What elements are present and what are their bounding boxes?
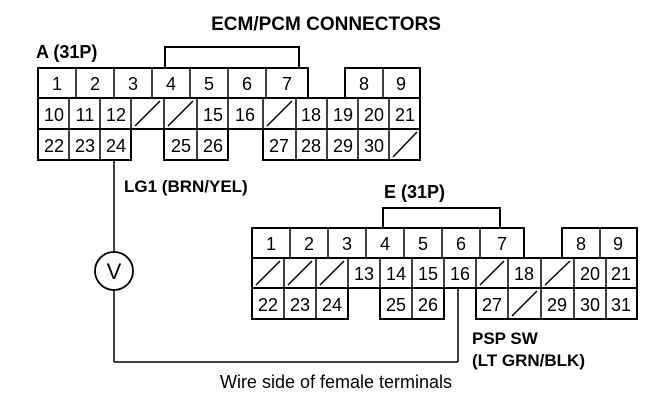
pin-e26: 26 (418, 295, 438, 315)
pin-e31: 31 (611, 295, 631, 315)
pin-e1: 1 (266, 234, 276, 254)
wire-psp-label-line1: PSP SW (472, 329, 539, 348)
voltmeter-symbol: V (107, 259, 122, 284)
pin-e5: 5 (418, 234, 428, 254)
pin-e29: 29 (547, 295, 567, 315)
voltmeter-icon: V (94, 251, 134, 291)
connector-a-row-3: 22 23 24 25 26 27 28 29 30 (37, 128, 421, 161)
pin-a19: 19 (333, 105, 353, 125)
pin-e21: 21 (611, 264, 631, 284)
pin-a7: 7 (282, 74, 292, 94)
pin-e17-blank (479, 260, 505, 286)
connector-a-key-tab (164, 46, 300, 68)
pin-e14: 14 (386, 264, 406, 284)
pin-e12-blank (319, 260, 345, 286)
pin-a4: 4 (166, 74, 176, 94)
pin-a13-blank (134, 100, 161, 127)
connector-a-row-2: 10 11 12 15 16 18 19 20 21 (37, 97, 421, 130)
pin-a10: 10 (44, 105, 64, 125)
pin-e4: 4 (380, 234, 390, 254)
pin-e3: 3 (342, 234, 352, 254)
connector-e-row-1: 1 2 3 4 5 6 7 8 9 (251, 227, 638, 259)
pin-a30: 30 (364, 136, 384, 156)
pin-e18: 18 (514, 264, 534, 284)
pin-a17-blank (266, 100, 293, 127)
pin-e8: 8 (576, 234, 586, 254)
pin-a21: 21 (395, 105, 415, 125)
pin-a27: 27 (269, 136, 289, 156)
pin-a9: 9 (396, 74, 406, 94)
pin-a16: 16 (235, 105, 255, 125)
diagram-caption: Wire side of female terminals (219, 372, 453, 392)
pin-e10-blank (255, 260, 281, 286)
pin-a5: 5 (204, 74, 214, 94)
connector-a-label: A (31P) (36, 42, 97, 62)
diagram-title: ECM/PCM CONNECTORS (211, 14, 441, 35)
pin-e25: 25 (386, 295, 406, 315)
pin-e30: 30 (580, 295, 600, 315)
pin-a22: 22 (44, 136, 64, 156)
pin-a14-blank (167, 100, 194, 127)
pin-e20: 20 (580, 264, 600, 284)
pin-a29: 29 (333, 136, 353, 156)
connector-e-key-tab (382, 207, 501, 228)
pin-a28: 28 (301, 136, 321, 156)
pin-e15: 15 (418, 264, 438, 284)
pin-e22: 22 (258, 295, 278, 315)
pin-e6: 6 (456, 234, 466, 254)
pin-a20: 20 (364, 105, 384, 125)
pin-a25: 25 (171, 136, 191, 156)
pin-a1: 1 (52, 74, 62, 94)
pin-a24: 24 (106, 136, 126, 156)
pin-e2: 2 (304, 234, 314, 254)
pin-a18: 18 (301, 105, 321, 125)
pin-e23: 23 (290, 295, 310, 315)
pin-e24: 24 (322, 295, 342, 315)
connector-e-row-2: 13 14 15 16 18 20 21 (251, 257, 638, 289)
pin-a8: 8 (359, 74, 369, 94)
pin-e28-blank (511, 290, 538, 317)
connector-e: 1 2 3 4 5 6 7 8 9 (251, 227, 638, 320)
pin-e16: 16 (450, 264, 470, 284)
pin-e27: 27 (482, 295, 502, 315)
pin-e9: 9 (613, 234, 623, 254)
pin-a11: 11 (76, 105, 95, 125)
pin-e13: 13 (354, 264, 374, 284)
wire-psp-label-line2: (LT GRN/BLK) (472, 351, 585, 370)
pin-a6: 6 (242, 74, 252, 94)
connector-e-label: E (31P) (384, 182, 445, 202)
pin-a31-blank (392, 131, 418, 158)
pin-a23: 23 (75, 136, 95, 156)
pin-a12: 12 (106, 105, 126, 125)
pin-a26: 26 (203, 136, 223, 156)
connector-a: 1 2 3 4 5 6 7 8 9 10 11 (37, 67, 421, 161)
pin-e7: 7 (497, 234, 507, 254)
pin-a15: 15 (203, 105, 223, 125)
wire-lg1-label: LG1 (BRN/YEL) (124, 177, 248, 196)
pin-e11-blank (287, 260, 313, 286)
pin-e19-blank (544, 260, 571, 286)
connector-e-row-3: 22 23 24 25 26 27 29 30 31 (251, 287, 638, 320)
connector-a-row-1: 1 2 3 4 5 6 7 8 9 (37, 67, 421, 99)
pin-a3: 3 (128, 74, 138, 94)
pin-a2: 2 (90, 74, 100, 94)
